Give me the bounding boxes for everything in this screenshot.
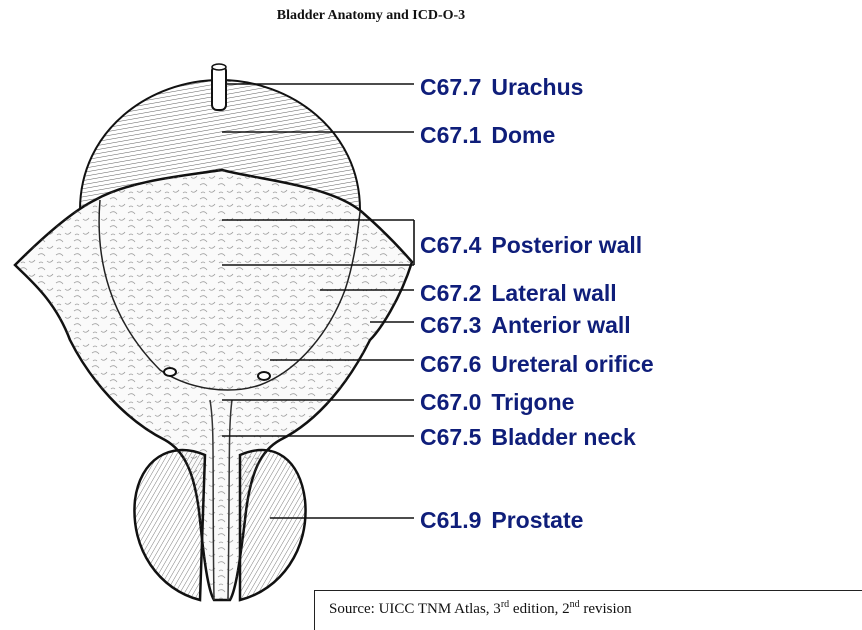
source-mid: edition, 2 — [509, 601, 569, 617]
source-sup1: rd — [501, 599, 509, 610]
prostate-left-lobe — [134, 450, 205, 600]
source-prefix: Source: UICC TNM Atlas, 3 — [329, 601, 501, 617]
source-citation: Source: UICC TNM Atlas, 3rd edition, 2nd… — [314, 590, 862, 630]
prostate-right-lobe — [240, 450, 306, 600]
urachus-shape — [212, 66, 226, 110]
source-sup2: nd — [570, 599, 580, 610]
source-suffix: revision — [580, 601, 632, 617]
